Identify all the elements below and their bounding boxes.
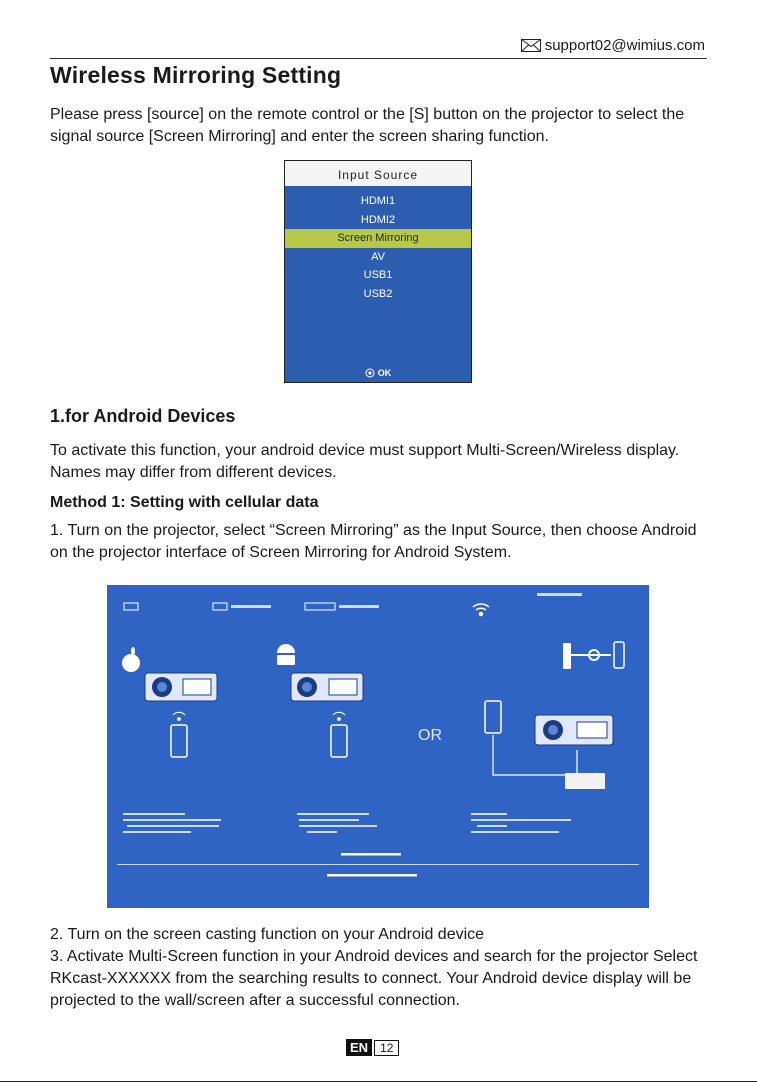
instruction-blur-left <box>123 813 221 833</box>
ok-label: OK <box>377 368 392 378</box>
android-heading: 1.for Android Devices <box>50 406 236 426</box>
menu-items: HDMI1 HDMI2 Screen Mirroring AV USB1 USB… <box>285 192 471 303</box>
mirroring-screen-illustration: OR <box>117 593 639 877</box>
support-email: support02@wimius.com <box>520 37 705 54</box>
phone-icon <box>170 724 188 758</box>
page-number: 12 <box>374 1039 400 1056</box>
menu-ok: OK <box>285 368 471 378</box>
menu-item-usb1: USB1 <box>363 269 393 281</box>
ssid-text-blur <box>339 605 379 608</box>
email-text: support02@wimius.com <box>544 37 705 54</box>
header-rule <box>50 58 707 59</box>
step3-paragraph: 3. Activate Multi-Screen function in you… <box>50 948 698 1009</box>
ip-badge-icon <box>212 602 228 611</box>
wireless-signal-icon <box>172 711 186 721</box>
menu-item-hdmi2: HDMI2 <box>360 213 396 226</box>
projector-icon <box>534 714 614 746</box>
method-heading: Method 1: Setting with cellular data <box>50 494 319 511</box>
menu-item-screen-mirroring: Screen Mirroring <box>285 229 471 248</box>
menu-item-hdmi1: HDMI1 <box>360 195 396 207</box>
mirroring-screen-image: OR <box>107 585 649 908</box>
ip-text-blur <box>231 605 271 608</box>
language-badge: EN <box>346 1039 373 1056</box>
page-footer: EN 12 <box>346 1039 400 1056</box>
projector-icon <box>144 672 218 702</box>
intro-paragraph: Please press [source] on the remote cont… <box>50 106 685 145</box>
android-description: To activate this function, your android … <box>50 442 680 481</box>
cable-line <box>492 735 578 776</box>
menu-title: Input Source <box>285 161 471 186</box>
phone-icon <box>484 700 502 734</box>
version-text-blur <box>537 593 582 596</box>
mac-text-blur <box>327 874 417 877</box>
ok-circle-icon <box>365 368 375 378</box>
ssid-badge-icon <box>304 602 336 611</box>
step2-paragraph: 2. Turn on the screen casting function o… <box>50 926 485 943</box>
status-divider <box>117 864 639 865</box>
input-source-menu: Input Source HDMI1 HDMI2 Screen Mirrorin… <box>284 160 472 383</box>
menu-item-av: AV <box>371 250 385 263</box>
envelope-icon <box>520 39 541 52</box>
phone-icon <box>330 724 348 758</box>
usb-adapter-icon <box>563 641 625 669</box>
apple-logo-icon <box>122 647 140 672</box>
bottom-rule <box>0 1081 757 1082</box>
adapter-box <box>565 773 605 789</box>
step1-paragraph: 1. Turn on the projector, select “Screen… <box>50 522 697 561</box>
projector-icon <box>290 672 364 702</box>
instruction-blur-middle <box>297 813 377 833</box>
tv-badge-icon <box>123 602 139 611</box>
page-title: Wireless Mirroring Setting <box>50 62 342 88</box>
or-label: OR <box>418 727 442 744</box>
wifi-icon <box>472 603 490 617</box>
android-logo-icon <box>277 644 295 665</box>
wireless-signal-icon <box>332 711 346 721</box>
menu-item-usb2: USB2 <box>363 287 393 300</box>
status-text-blur <box>341 853 401 856</box>
instruction-blur-right <box>471 813 571 833</box>
